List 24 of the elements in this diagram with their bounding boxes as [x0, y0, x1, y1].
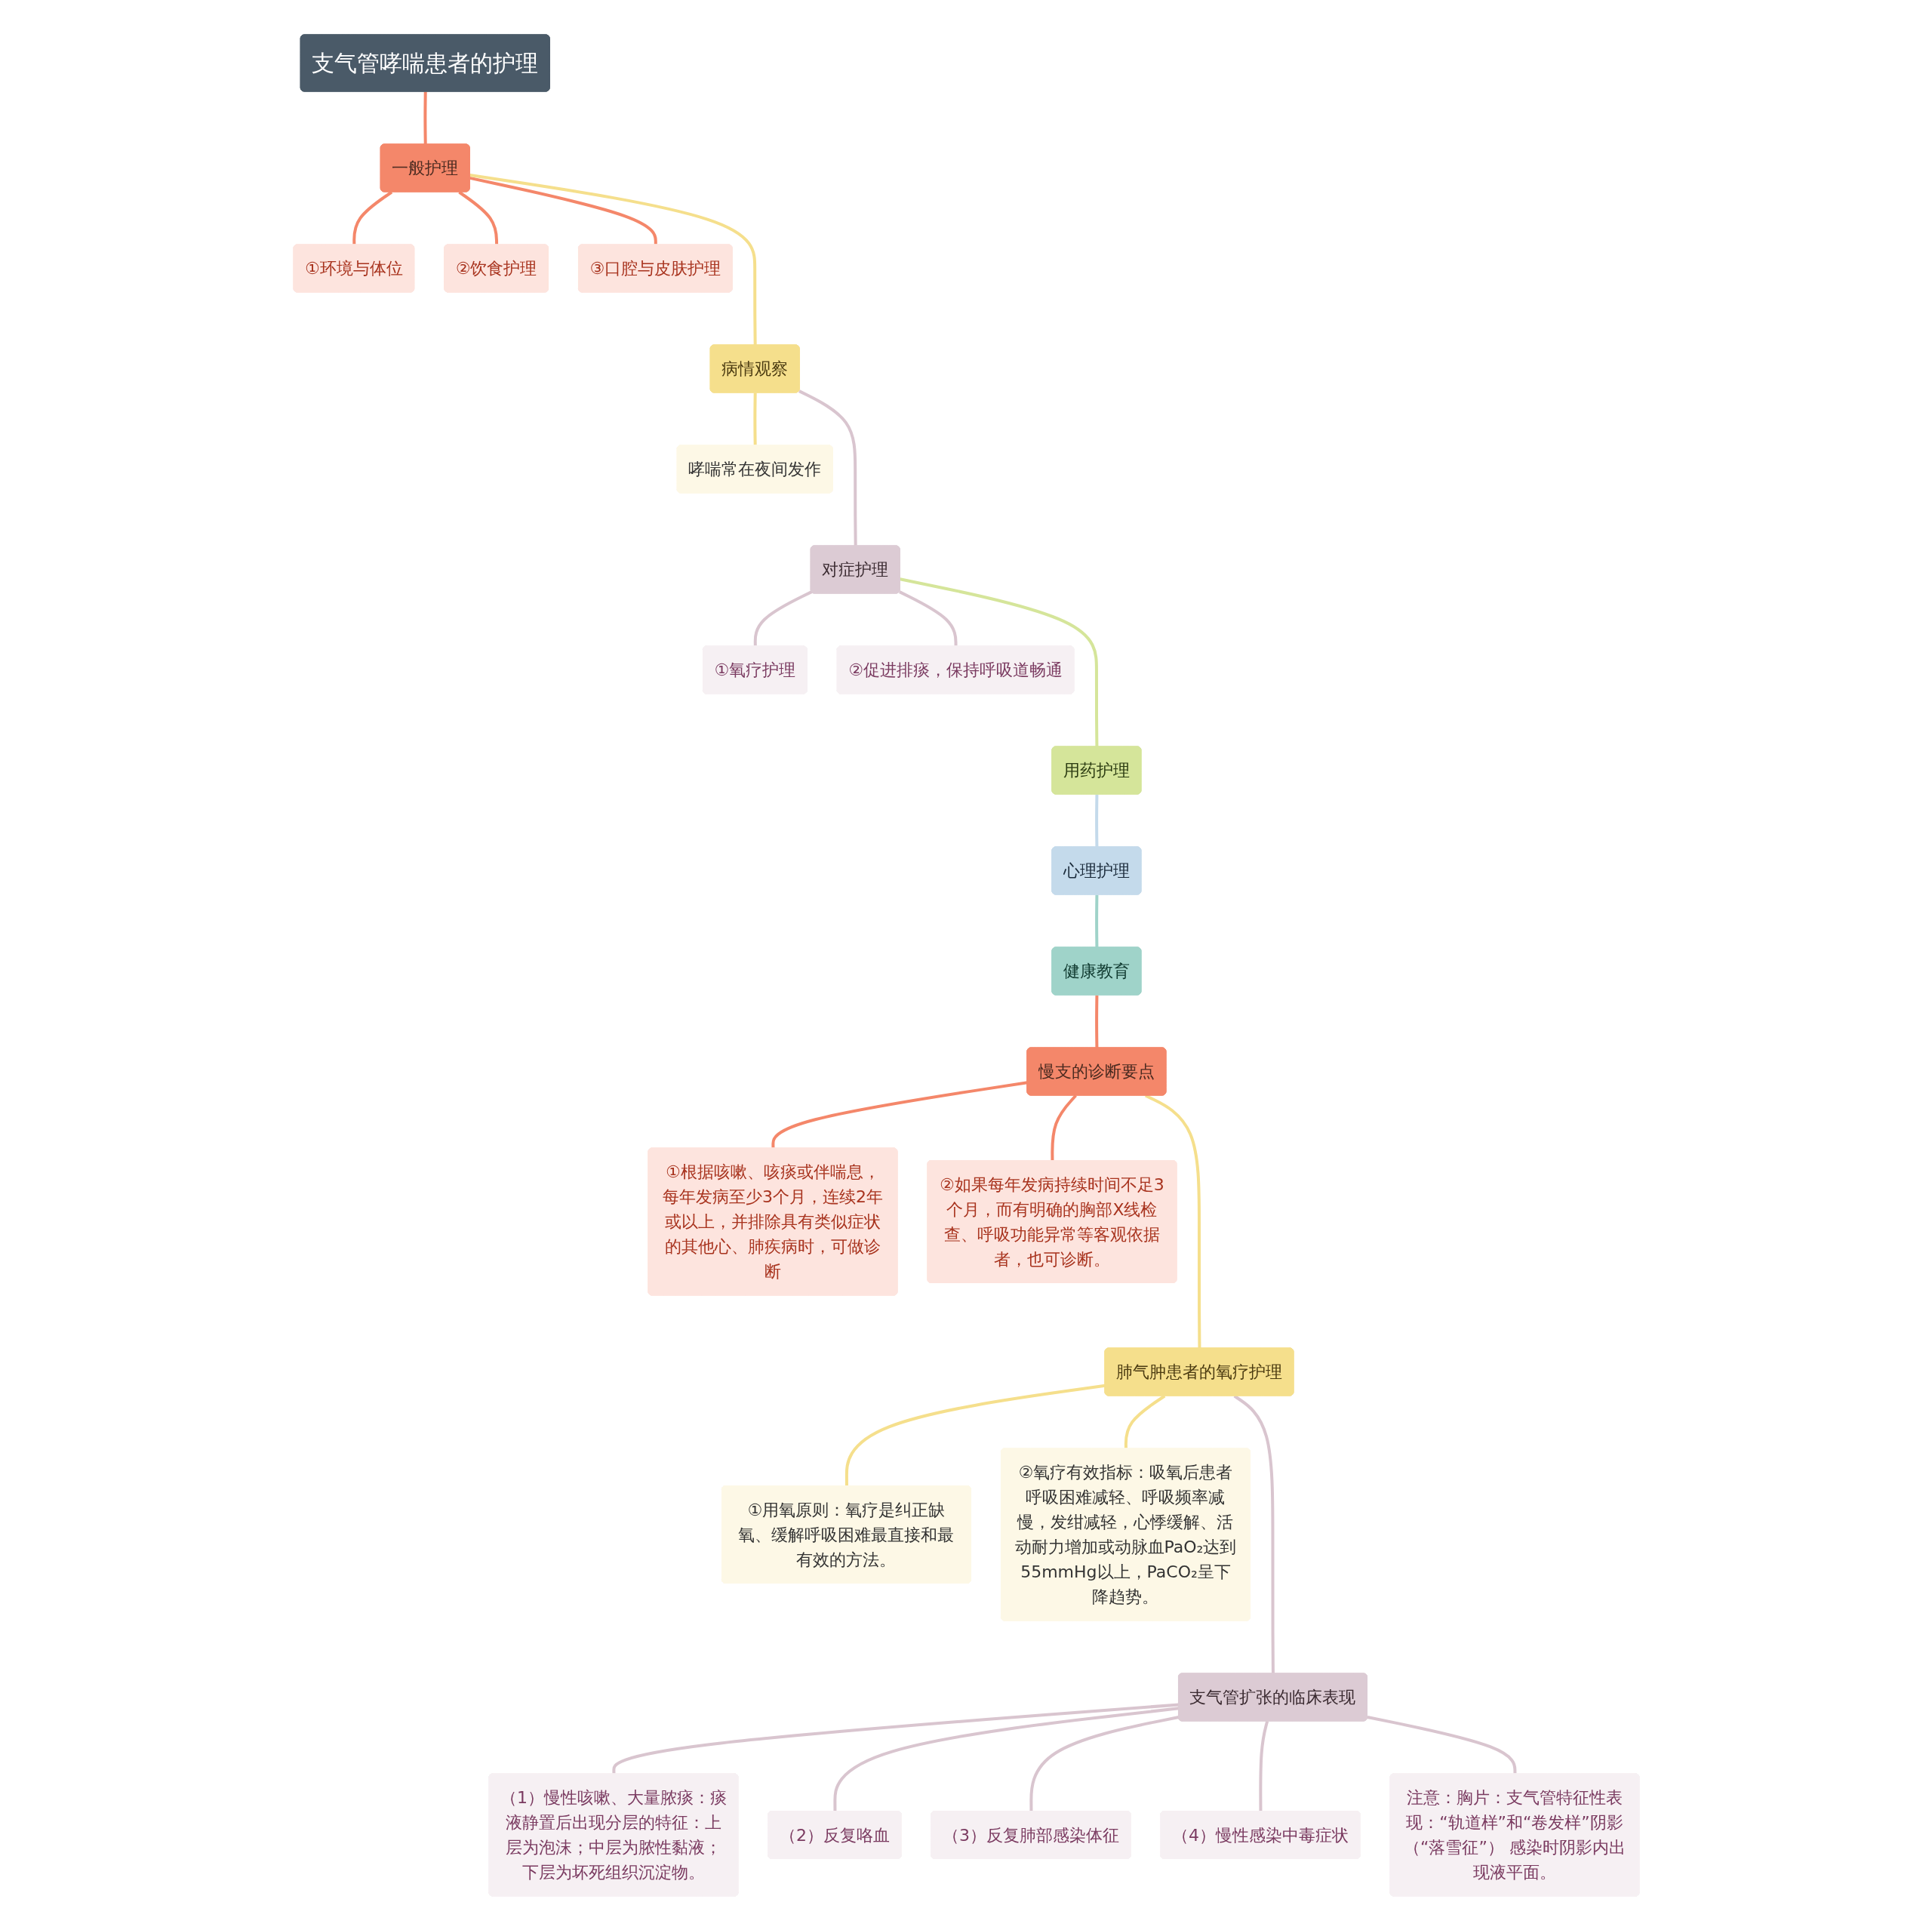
connector: [798, 389, 857, 546]
connector: [1144, 1094, 1201, 1349]
connector: [469, 173, 757, 346]
connector: [469, 176, 657, 245]
connector: [899, 577, 1098, 747]
connector: [753, 589, 812, 647]
connector: [1094, 994, 1098, 1048]
connector: [1094, 793, 1098, 848]
connector: [1094, 894, 1098, 948]
connector: [1124, 1394, 1165, 1449]
connector: [611, 1703, 1179, 1775]
connector: [1367, 1715, 1516, 1775]
connector: [457, 190, 498, 245]
connector: [771, 1080, 1028, 1149]
connector: [352, 190, 392, 245]
connector: [1029, 1715, 1179, 1811]
connector: [832, 1706, 1179, 1811]
connector: [844, 1384, 1106, 1486]
connector: [752, 392, 757, 446]
connector: [1258, 1720, 1269, 1811]
connector: [898, 589, 958, 647]
connector: [1233, 1394, 1275, 1674]
connector: [423, 91, 427, 145]
connector: [1050, 1094, 1077, 1161]
